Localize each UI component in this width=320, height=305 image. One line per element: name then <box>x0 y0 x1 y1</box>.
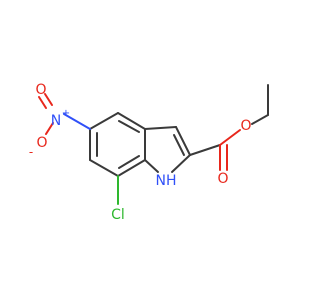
bond-ether-o-ch2 <box>251 114 269 125</box>
label-nitro-o-bottom: O <box>36 135 47 151</box>
label-carbonyl-o: O <box>217 171 228 187</box>
bond-c5-c6 <box>89 159 119 177</box>
label-indole-nh: NH <box>156 173 177 189</box>
label-nitro-n: N <box>51 113 61 129</box>
bond-nitro-o-top-double <box>38 96 47 109</box>
bond-c2-n1 <box>171 154 191 173</box>
bond-c3a-c4 <box>89 112 119 130</box>
bond-c3a-c3 <box>144 126 177 130</box>
bond-c2-carbonyl <box>189 144 221 156</box>
label-nitro-o-top: O <box>35 82 46 98</box>
label-chlorine: Cl <box>111 207 125 223</box>
molecule-diagram: N + O O - O O NH Cl <box>29 82 269 223</box>
bond-c6-c7 <box>117 159 146 177</box>
label-nitro-plus: + <box>62 108 70 119</box>
bond-c3-c2 <box>175 126 191 156</box>
bond-nitro-o-top <box>44 93 53 106</box>
bond-n1-c7a <box>144 159 159 173</box>
bond-c7a-c3a <box>117 112 146 130</box>
bond-c5-nitro <box>63 113 91 130</box>
label-nitro-o-minus: - <box>29 145 33 159</box>
bond-c7a-c3a-inner <box>118 120 140 133</box>
bond-nitro-o-bottom <box>45 122 54 135</box>
molecule-structure: N + O O - O O NH Cl <box>29 82 269 223</box>
bond-c6-c7-inner <box>118 155 140 169</box>
bond-carbonyl-ether-o <box>219 129 241 146</box>
label-ether-o: O <box>240 118 251 134</box>
bond-c3-c2-inner <box>173 134 185 156</box>
